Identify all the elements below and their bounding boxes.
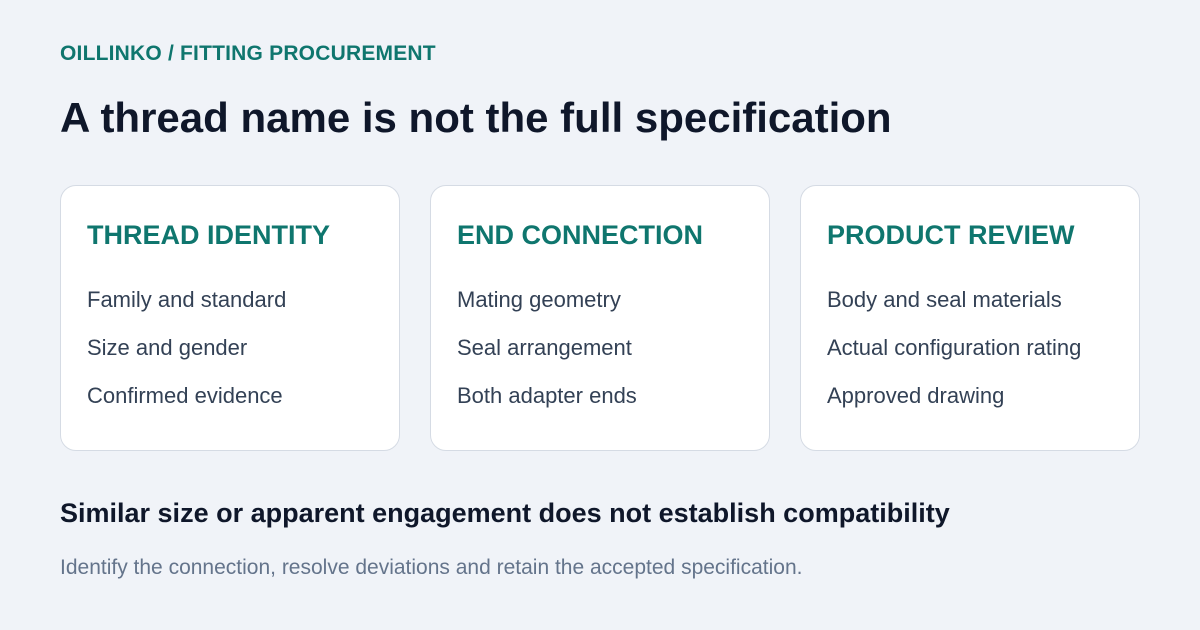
card-item-list: Family and standard Size and gender Conf… [87,285,286,429]
breadcrumb: OILLINKO / FITTING PROCUREMENT [60,42,436,65]
summary-text: Identify the connection, resolve deviati… [60,556,803,579]
card-title: END CONNECTION [457,220,704,250]
list-item: Mating geometry [457,287,621,312]
card-title: PRODUCT REVIEW [827,220,1075,250]
card-thread-identity: THREAD IDENTITY Family and standard Size… [60,185,400,451]
card-item-list: Mating geometry Seal arrangement Both ad… [457,285,637,429]
list-item: Confirmed evidence [87,383,283,408]
card-product-review: PRODUCT REVIEW Body and seal materials A… [800,185,1140,451]
list-item: Size and gender [87,335,248,360]
list-item: Actual configuration rating [827,335,1082,360]
page-title: A thread name is not the full specificat… [60,94,892,141]
card-title: THREAD IDENTITY [87,220,330,250]
summary-heading: Similar size or apparent engagement does… [60,498,950,528]
list-item: Seal arrangement [457,335,632,360]
list-item: Body and seal materials [827,287,1062,312]
card-item-list: Body and seal materials Actual configura… [827,285,1081,429]
list-item: Approved drawing [827,383,1005,408]
card-row: THREAD IDENTITY Family and standard Size… [60,185,1140,451]
list-item: Both adapter ends [457,383,637,408]
list-item: Family and standard [87,287,287,312]
card-end-connection: END CONNECTION Mating geometry Seal arra… [430,185,770,451]
